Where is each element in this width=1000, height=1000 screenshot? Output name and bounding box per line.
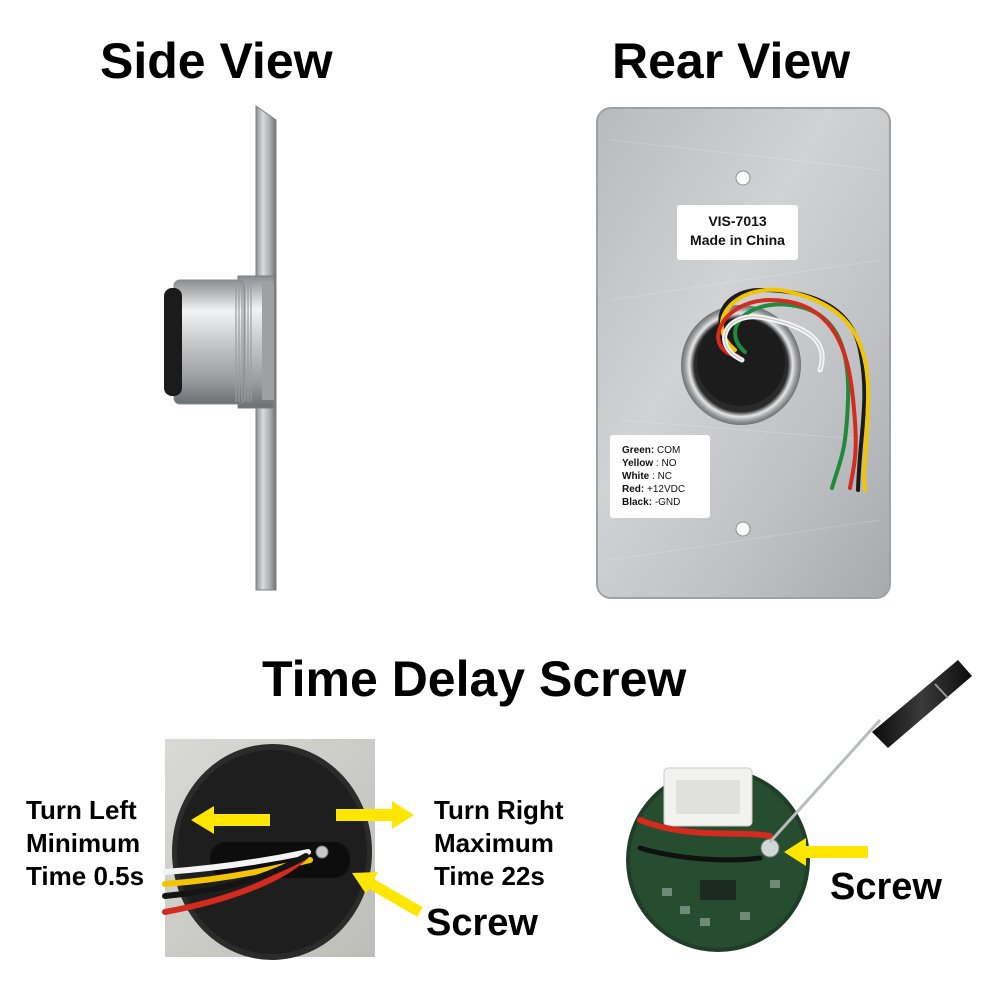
- turn-left-callout: Turn Left Minimum Time 0.5s: [26, 795, 145, 891]
- time-delay-title: Time Delay Screw: [262, 651, 687, 707]
- rear-view-title: Rear View: [612, 33, 851, 89]
- wiring-label: Green: COM Yellow : NO White : NC Red: +…: [610, 435, 710, 518]
- wiring-row: Red: +12VDC: [622, 484, 686, 495]
- screw-label-right: Screw: [830, 866, 942, 908]
- origin-text: Made in China: [690, 232, 785, 248]
- screw-pointer-arrow-left: [352, 872, 423, 917]
- screw-label-left: Screw: [426, 902, 538, 944]
- model-label: VIS-7013 Made in China: [677, 205, 798, 260]
- side-view-switch: [164, 105, 277, 591]
- screw-pointer-arrow-right: [784, 838, 868, 866]
- wiring-row: Green: COM: [622, 445, 681, 456]
- side-view-title: Side View: [100, 33, 333, 89]
- turn-right-callout: Turn Right Maximum Time 22s: [434, 795, 564, 891]
- wiring-row: Yellow : NO: [622, 458, 677, 469]
- wiring-row: White : NC: [622, 471, 673, 482]
- turn-left-arrow: [191, 806, 270, 834]
- turn-right-arrow: [336, 801, 414, 829]
- wiring-row: Black: -GND: [622, 497, 681, 508]
- rear-view-plate: [596, 107, 891, 599]
- model-number: VIS-7013: [708, 213, 767, 229]
- delay-screw-photo-right: [626, 660, 972, 952]
- delay-screw-photo-left: [162, 739, 375, 960]
